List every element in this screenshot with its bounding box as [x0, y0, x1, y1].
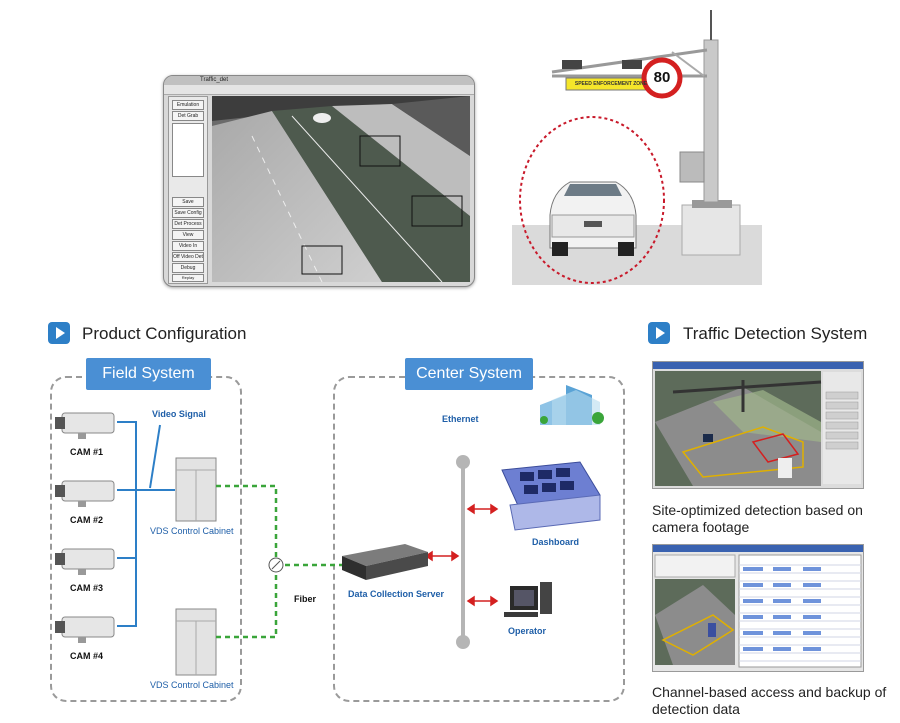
- traffic-detection-title: Traffic Detection System: [683, 324, 868, 343]
- dashboard-icon: [501, 461, 601, 531]
- camera-label-4: CAM #4: [70, 651, 104, 661]
- channel-list: [172, 123, 204, 177]
- app-titlebar: Traffic_det: [164, 76, 474, 85]
- building-icon: [540, 385, 604, 425]
- detection-caption-2: Channel-based access and backup of detec…: [652, 684, 887, 717]
- ethernet-label: Ethernet: [442, 414, 479, 424]
- panel-button-save: Save: [172, 197, 204, 207]
- server-label: Data Collection Server: [348, 589, 445, 599]
- video-signal-label: Video Signal: [152, 409, 206, 419]
- cabinet-icon: [175, 608, 217, 676]
- detection-caption-1: Site-optimized detection based on camera…: [652, 502, 863, 535]
- fiber-lines: [216, 484, 342, 639]
- panel-button-emulation: Emulation: [172, 100, 204, 110]
- panel-button-det-process: Det Process: [172, 219, 204, 229]
- fiber-label: Fiber: [294, 594, 317, 604]
- panel-button-debug: Debug: [172, 263, 204, 273]
- operator-computer-icon: [504, 582, 552, 617]
- cabinet-label-1: VDS Control Cabinet: [150, 526, 234, 536]
- enforcement-gantry-illustration: 80 SPEED ENFORCEMENT ZONE: [512, 10, 762, 285]
- cabinet-label-2: VDS Control Cabinet: [150, 680, 234, 690]
- gantry-banner-text: SPEED ENFORCEMENT ZONE: [574, 81, 648, 87]
- panel-button-det-grab: Det Grab: [172, 111, 204, 121]
- operator-label: Operator: [508, 626, 547, 636]
- panel-button-video-in: Video In: [172, 241, 204, 251]
- panel-button-off-video-det: Off Video Det: [172, 252, 204, 262]
- panel-button-replay: Replay: [172, 274, 204, 282]
- panel-button-view: View: [172, 230, 204, 240]
- camera-label-2: CAM #2: [70, 515, 104, 525]
- server-icon: [342, 544, 428, 580]
- camera-icon: [55, 480, 115, 507]
- play-icon: [648, 322, 670, 344]
- panel-button-save-config: Save Config: [172, 208, 204, 218]
- control-panel: Emulation Det Grab Save Save Config Det …: [168, 96, 208, 284]
- field-system-tab: Field System: [86, 358, 211, 390]
- camera-icon: [55, 548, 115, 575]
- video-signal-lines: [117, 421, 175, 627]
- speed-limit-value: 80: [653, 69, 671, 86]
- camera-label-3: CAM #3: [70, 583, 104, 593]
- play-icon: [48, 322, 70, 344]
- app-menubar: [164, 85, 474, 95]
- camera-label-1: CAM #1: [70, 447, 104, 457]
- road-camera-view: [212, 96, 470, 282]
- detection-screenshot-2: [652, 544, 864, 672]
- detection-software-screenshot: Traffic_det Emulation Det Grab Save Save…: [163, 75, 475, 287]
- product-configuration-title: Product Configuration: [82, 324, 247, 343]
- detection-screenshot-1: [652, 361, 864, 489]
- cabinet-icon: [175, 457, 217, 522]
- center-system-tab: Center System: [405, 358, 533, 390]
- camera-icon: [55, 412, 115, 439]
- camera-icon: [55, 616, 115, 643]
- ethernet-links: [424, 503, 499, 607]
- dashboard-label: Dashboard: [532, 537, 580, 547]
